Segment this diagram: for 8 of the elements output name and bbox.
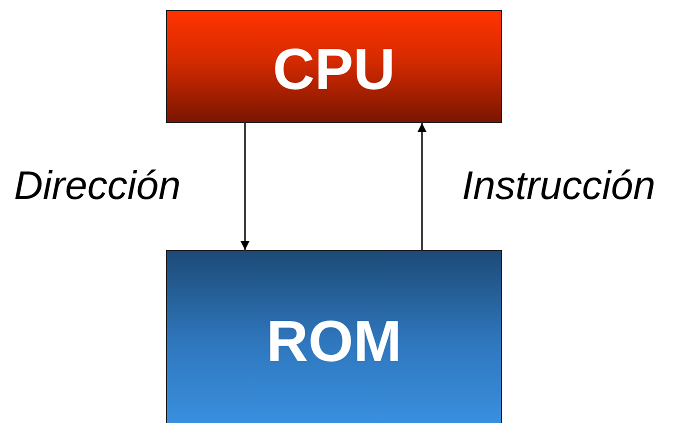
node-label: ROM [266,313,402,371]
process-box [166,10,502,123]
process-box [166,250,502,423]
node-label: CPU [272,41,396,99]
arrow [240,123,250,250]
edge-label: Dirección [14,166,181,206]
edge-label: Instrucción [462,166,656,206]
arrow [418,123,426,250]
